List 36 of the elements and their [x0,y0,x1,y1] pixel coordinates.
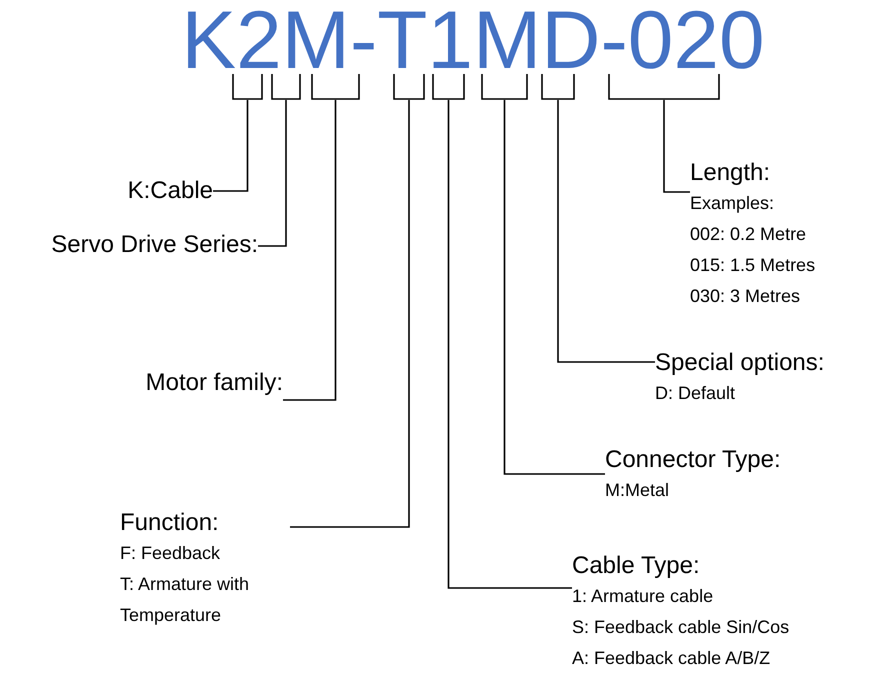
leader-line [283,100,336,401]
field-heading: Function: [120,508,219,538]
part-number-title: K2M-T1MD-020 [180,0,766,86]
field-heading: Cable Type: [572,551,700,581]
field-description: S: Feedback cable Sin/Cos [572,616,790,639]
field-heading: Connector Type: [605,445,781,475]
field-heading: Motor family: [146,368,283,398]
field-description: 030: 3 Metres [690,285,802,308]
field-heading: K:Cable [128,176,213,206]
bracket [432,74,465,100]
field-heading: Length: [690,158,770,188]
bracket [393,74,425,100]
field-heading: Servo Drive Series: [51,230,258,260]
leader-line [663,100,690,193]
field-description: 002: 0.2 Metre [690,223,808,246]
bracket [481,74,528,100]
leader-line [290,100,410,528]
bracket [541,74,575,100]
field-description: 015: 1.5 Metres [690,254,816,277]
field-description: D: Default [655,382,736,405]
field-description: F: Feedback [120,542,222,565]
leader-line [213,100,248,192]
field-heading: Special options: [655,348,824,378]
field-description: 1: Armature cable [572,585,714,608]
bracket [232,74,263,100]
leader-line [448,100,572,589]
bracket [608,74,720,100]
field-description: Examples: [690,192,776,215]
leader-line [504,100,605,475]
field-description: T: Armature with Temperature [120,573,250,627]
bracket [271,74,301,100]
field-description: M:Metal [605,479,670,502]
field-description: A: Feedback cable A/B/Z [572,647,772,670]
bracket [311,74,360,100]
leader-line [557,100,655,363]
leader-line [258,100,287,247]
